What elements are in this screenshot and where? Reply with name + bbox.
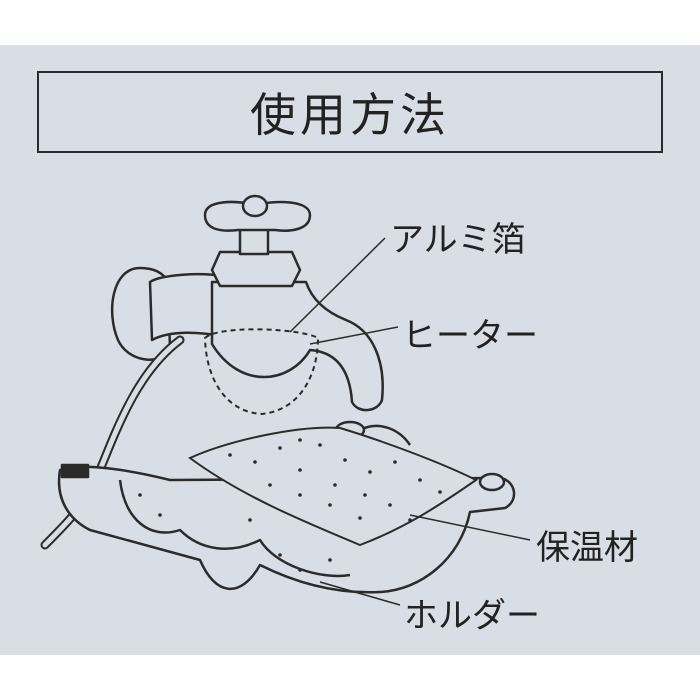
leader-insulation — [409, 514, 531, 541]
label-insulation: 保温材 — [536, 528, 638, 568]
page-title: 使用方法 — [250, 88, 450, 142]
insulation-pad — [188, 426, 478, 547]
faucet-body — [210, 268, 384, 412]
label-heater: ヒーター — [402, 316, 538, 356]
label-aluminum-foil: アルミ箔 — [390, 220, 526, 260]
leader-holder — [319, 581, 401, 606]
insulation-dots — [138, 438, 442, 572]
handle-cap — [241, 194, 269, 218]
label-holder: ホルダー — [404, 596, 540, 636]
handle-stem — [238, 226, 270, 256]
title-box: 使用方法 — [37, 71, 663, 153]
faucet-nut — [210, 250, 302, 288]
heater-dashed-outline — [203, 328, 320, 416]
leader-heater — [309, 326, 399, 345]
leader-aluminum-foil — [289, 237, 386, 333]
